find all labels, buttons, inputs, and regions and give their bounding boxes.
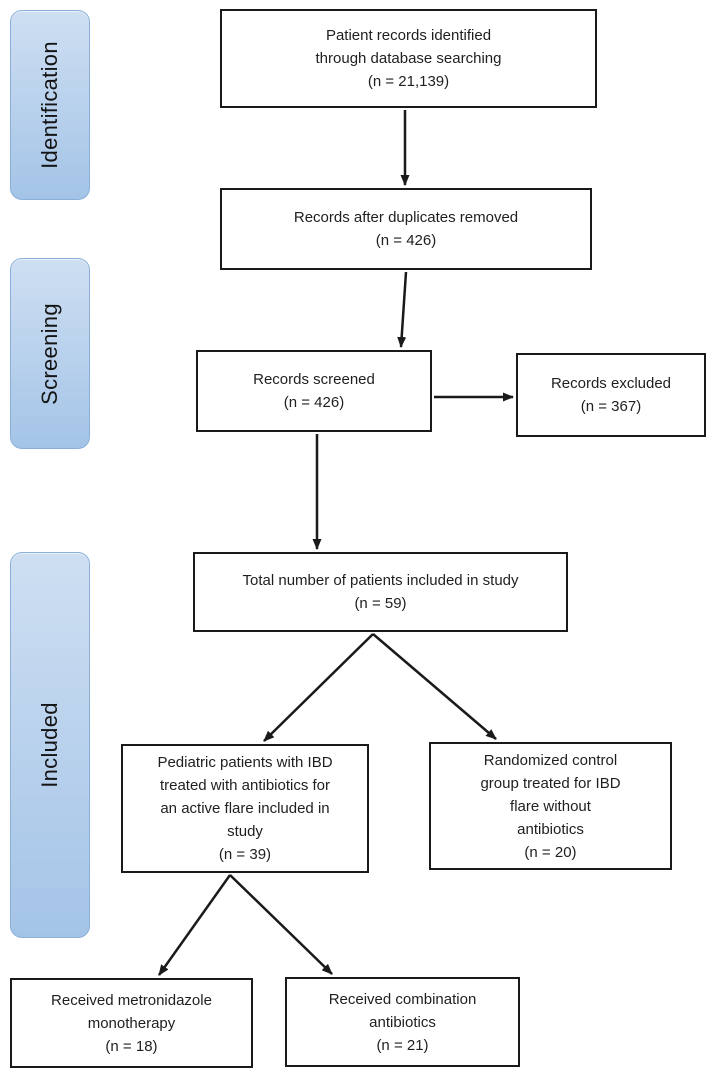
box-metronidazole-monotherapy-text: Received metronidazole monotherapy (n = … xyxy=(51,991,212,1055)
stage-screening: Screening xyxy=(10,258,90,449)
box-combination-antibiotics-text: Received combination antibiotics (n = 21… xyxy=(328,990,477,1054)
box-records-screened: Records screened (n = 426) xyxy=(196,350,432,432)
box-randomized-control: Randomized control group treated for IBD… xyxy=(429,742,672,870)
arrow-pediatric-to-combination xyxy=(229,874,333,975)
arrow-pediatric-to-metronidazole xyxy=(157,874,232,976)
box-pediatric-antibiotics: Pediatric patients with IBD treated with… xyxy=(121,744,369,873)
box-pediatric-antibiotics-text: Pediatric patients with IBD treated with… xyxy=(157,754,333,863)
box-duplicates-removed-text: Records after duplicates removed (n = 42… xyxy=(293,209,519,249)
arrow-duplicates-to-screened xyxy=(397,271,408,348)
arrow-total-to-randomized xyxy=(372,633,497,740)
stage-included-label: Included xyxy=(37,702,63,788)
stage-screening-label: Screening xyxy=(37,302,63,405)
box-total-included-text: Total number of patients included in stu… xyxy=(242,572,519,612)
box-records-screened-text: Records screened (n = 426) xyxy=(253,371,375,411)
box-records-excluded-text: Records excluded (n = 367) xyxy=(550,375,672,415)
box-records-identified: Patient records identified through datab… xyxy=(220,9,597,108)
box-duplicates-removed: Records after duplicates removed (n = 42… xyxy=(220,188,592,270)
stage-included: Included xyxy=(10,552,90,938)
box-combination-antibiotics: Received combination antibiotics (n = 21… xyxy=(285,977,520,1067)
arrow-total-to-pediatric xyxy=(263,633,374,742)
box-total-included: Total number of patients included in stu… xyxy=(193,552,568,632)
stage-identification-label: Identification xyxy=(37,41,63,169)
box-randomized-control-text: Randomized control group treated for IBD… xyxy=(480,751,621,861)
stage-identification: Identification xyxy=(10,10,90,200)
box-records-excluded: Records excluded (n = 367) xyxy=(516,353,706,437)
box-metronidazole-monotherapy: Received metronidazole monotherapy (n = … xyxy=(10,978,253,1068)
box-records-identified-text: Patient records identified through datab… xyxy=(315,27,502,90)
